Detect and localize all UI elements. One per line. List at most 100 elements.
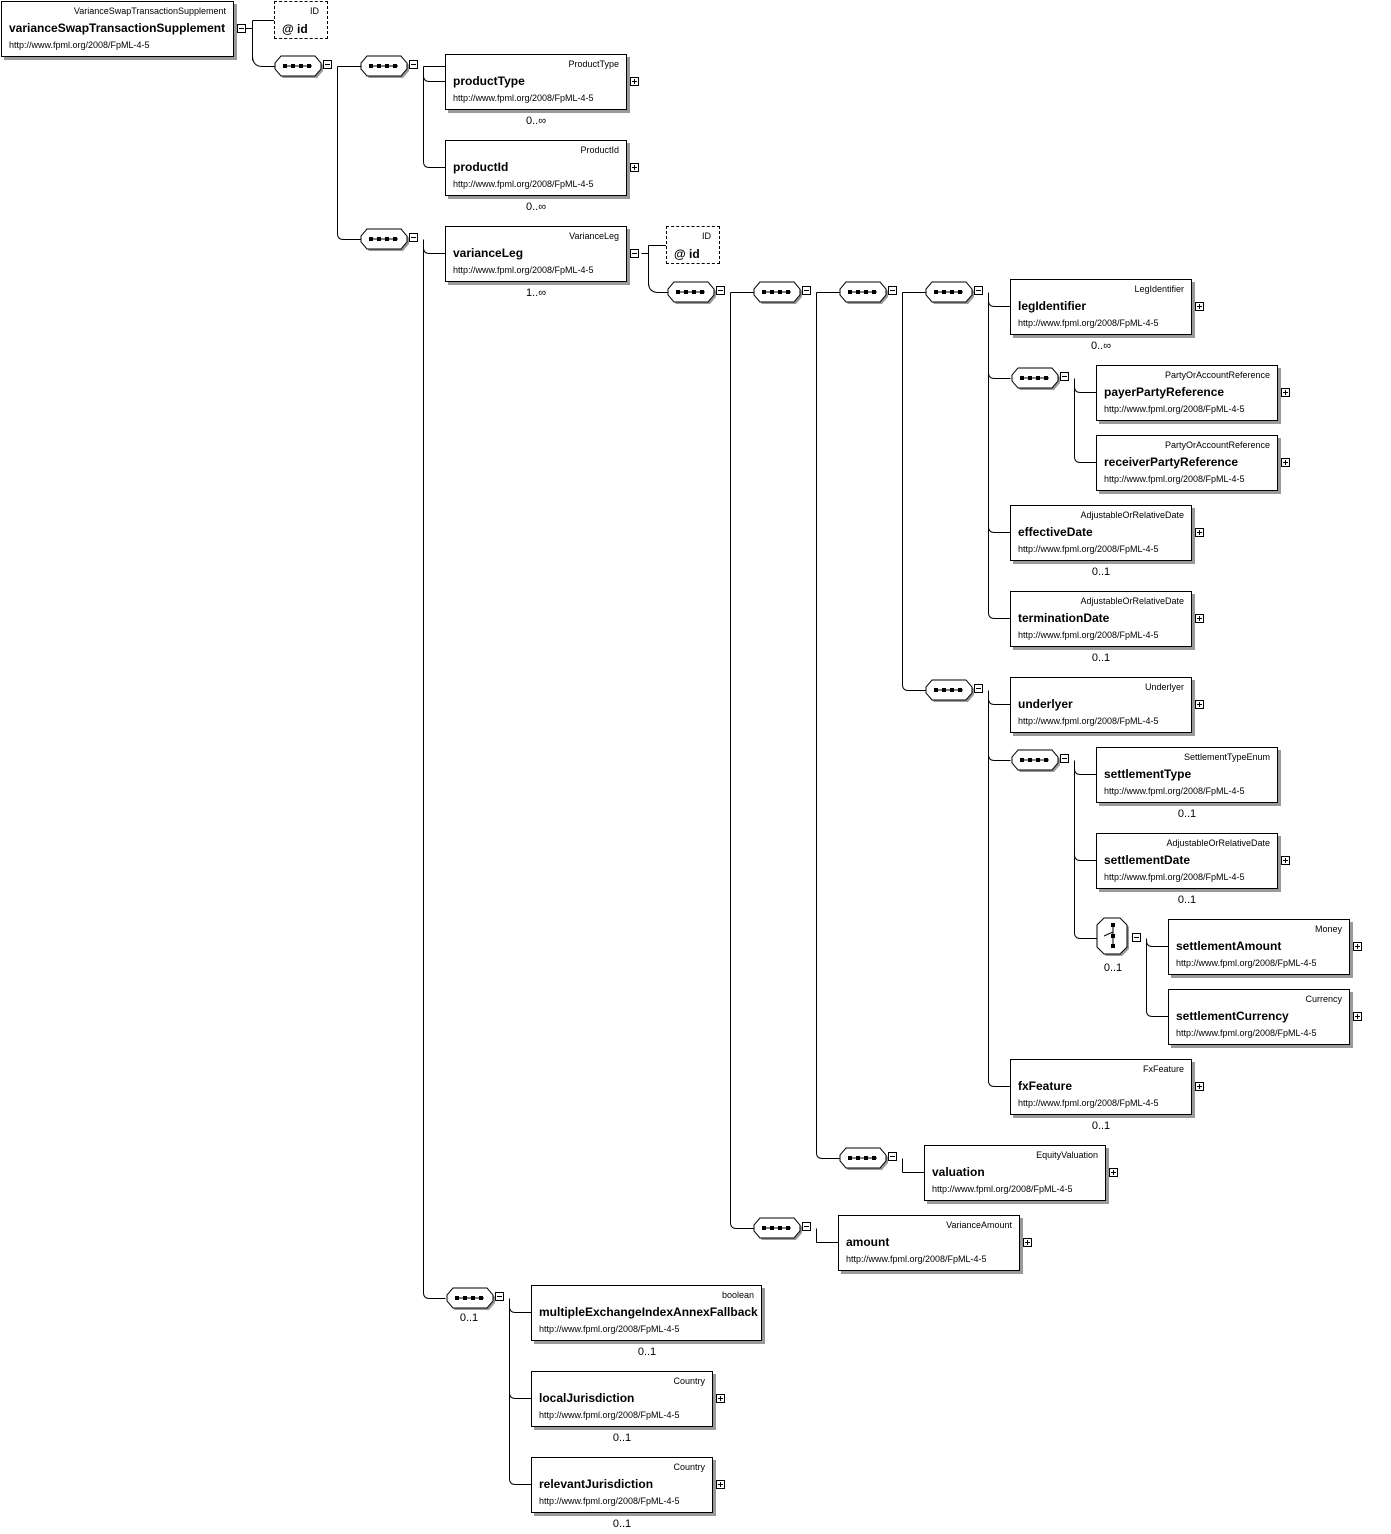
attribute-root-id[interactable]: ID @ id — [274, 1, 328, 39]
expand-icon[interactable] — [1353, 942, 1362, 951]
sequence-compositor-icon[interactable] — [274, 54, 324, 80]
element-settlement-date[interactable]: AdjustableOrRelativeDate settlementDate … — [1096, 833, 1278, 889]
collapse-icon[interactable] — [716, 286, 725, 295]
sequence-compositor-icon[interactable] — [360, 227, 410, 253]
element-namespace: http://www.fpml.org/2008/FpML-4-5 — [539, 1496, 680, 1506]
expand-icon[interactable] — [1195, 528, 1204, 537]
element-valuation[interactable]: EquityValuation valuation http://www.fpm… — [924, 1145, 1106, 1201]
connector-line — [337, 233, 361, 240]
element-namespace: http://www.fpml.org/2008/FpML-4-5 — [846, 1254, 987, 1264]
expand-icon[interactable] — [1281, 458, 1290, 467]
collapse-icon[interactable] — [974, 286, 983, 295]
connector-line — [509, 1478, 532, 1485]
element-payer-party-reference[interactable]: PartyOrAccountReference payerPartyRefere… — [1096, 365, 1278, 421]
sequence-compositor-icon[interactable] — [446, 1286, 496, 1312]
element-name: valuation — [932, 1165, 985, 1179]
sequence-compositor-icon[interactable] — [1011, 748, 1061, 774]
sequence-compositor-icon[interactable] — [839, 1146, 889, 1172]
sequence-compositor-icon[interactable] — [839, 280, 889, 306]
element-namespace: http://www.fpml.org/2008/FpML-4-5 — [1104, 872, 1245, 882]
element-namespace: http://www.fpml.org/2008/FpML-4-5 — [1176, 1028, 1317, 1038]
collapse-icon[interactable] — [323, 60, 332, 69]
collapse-icon[interactable] — [802, 286, 811, 295]
element-product-id[interactable]: ProductId productId http://www.fpml.org/… — [445, 140, 627, 196]
collapse-icon[interactable] — [888, 1152, 897, 1161]
element-type: ProductType — [568, 59, 619, 69]
collapse-icon[interactable] — [1060, 372, 1069, 381]
element-root[interactable]: VarianceSwapTransactionSupplement varian… — [1, 1, 234, 57]
sequence-compositor-icon[interactable] — [1011, 366, 1061, 392]
expand-icon[interactable] — [630, 77, 639, 86]
element-settlement-currency[interactable]: Currency settlementCurrency http://www.f… — [1168, 989, 1350, 1045]
element-name: fxFeature — [1018, 1079, 1073, 1093]
element-name: varianceSwapTransactionSupplement — [9, 21, 226, 35]
element-amount[interactable]: VarianceAmount amount http://www.fpml.or… — [838, 1215, 1020, 1271]
sequence-compositor-icon[interactable] — [360, 54, 410, 80]
cardinality-variance-leg: 1..∞ — [525, 287, 547, 299]
collapse-icon[interactable] — [630, 249, 639, 258]
collapse-icon[interactable] — [409, 233, 418, 242]
sequence-compositor-icon[interactable] — [667, 280, 717, 306]
element-name: productId — [453, 160, 509, 174]
collapse-icon[interactable] — [888, 286, 897, 295]
element-multiple-exchange-index-annex-fallback[interactable]: boolean multipleExchangeIndexAnnexFallba… — [531, 1285, 762, 1341]
choice-compositor-icon[interactable] — [1096, 917, 1132, 959]
collapse-icon[interactable] — [1132, 933, 1141, 942]
sequence-compositor-icon[interactable] — [925, 678, 975, 704]
element-product-type[interactable]: ProductType productType http://www.fpml.… — [445, 54, 627, 110]
element-name: payerPartyReference — [1104, 385, 1225, 399]
expand-icon[interactable] — [1195, 302, 1204, 311]
collapse-icon[interactable] — [802, 1222, 811, 1231]
element-name: amount — [846, 1235, 890, 1249]
cardinality-settlement-date: 0..1 — [1177, 894, 1197, 906]
collapse-icon[interactable] — [409, 60, 418, 69]
expand-icon[interactable] — [1195, 700, 1204, 709]
connector-line — [423, 161, 446, 168]
element-type: LegIdentifier — [1134, 284, 1184, 294]
element-name: effectiveDate — [1018, 525, 1093, 539]
expand-icon[interactable] — [1353, 1012, 1362, 1021]
expand-icon[interactable] — [1109, 1168, 1118, 1177]
connector-line — [988, 1080, 1011, 1087]
expand-icon[interactable] — [1281, 388, 1290, 397]
element-type: AdjustableOrRelativeDate — [1080, 596, 1184, 606]
element-name: varianceLeg — [453, 246, 524, 260]
collapse-icon[interactable] — [1060, 754, 1069, 763]
element-fx-feature[interactable]: FxFeature fxFeature http://www.fpml.org/… — [1010, 1059, 1192, 1115]
element-termination-date[interactable]: AdjustableOrRelativeDate terminationDate… — [1010, 591, 1192, 647]
element-effective-date[interactable]: AdjustableOrRelativeDate effectiveDate h… — [1010, 505, 1192, 561]
sequence-compositor-icon[interactable] — [925, 280, 975, 306]
sequence-compositor-icon[interactable] — [753, 280, 803, 306]
attribute-leg-id[interactable]: ID @ id — [666, 226, 720, 264]
expand-icon[interactable] — [1023, 1238, 1032, 1247]
connector-line — [509, 1306, 532, 1313]
expand-icon[interactable] — [716, 1480, 725, 1489]
expand-icon[interactable] — [1195, 614, 1204, 623]
element-settlement-type[interactable]: SettlementTypeEnum settlementType http:/… — [1096, 747, 1278, 803]
element-type: Currency — [1305, 994, 1342, 1004]
element-relevant-jurisdiction[interactable]: Country relevantJurisdiction http://www.… — [531, 1457, 713, 1513]
element-name: receiverPartyReference — [1104, 455, 1239, 469]
element-receiver-party-reference[interactable]: PartyOrAccountReference receiverPartyRef… — [1096, 435, 1278, 491]
element-variance-leg[interactable]: VarianceLeg varianceLeg http://www.fpml.… — [445, 226, 627, 282]
element-local-jurisdiction[interactable]: Country localJurisdiction http://www.fpm… — [531, 1371, 713, 1427]
collapse-icon[interactable] — [974, 684, 983, 693]
expand-icon[interactable] — [716, 1394, 725, 1403]
expand-icon[interactable] — [630, 163, 639, 172]
connector-line — [1146, 1010, 1169, 1017]
collapse-icon[interactable] — [237, 24, 246, 33]
element-namespace: http://www.fpml.org/2008/FpML-4-5 — [1018, 318, 1159, 328]
cardinality-settlement-type: 0..1 — [1177, 808, 1197, 820]
sequence-compositor-icon[interactable] — [753, 1216, 803, 1242]
collapse-icon[interactable] — [495, 1292, 504, 1301]
element-namespace: http://www.fpml.org/2008/FpML-4-5 — [1104, 786, 1245, 796]
cardinality-fx-feature: 0..1 — [1091, 1120, 1111, 1132]
connector-line — [423, 247, 446, 254]
expand-icon[interactable] — [1195, 1082, 1204, 1091]
element-underlyer[interactable]: Underlyer underlyer http://www.fpml.org/… — [1010, 677, 1192, 733]
element-leg-identifier[interactable]: LegIdentifier legIdentifier http://www.f… — [1010, 279, 1192, 335]
element-name: localJurisdiction — [539, 1391, 635, 1405]
element-type: FxFeature — [1142, 1064, 1184, 1074]
element-settlement-amount[interactable]: Money settlementAmount http://www.fpml.o… — [1168, 919, 1350, 975]
expand-icon[interactable] — [1281, 856, 1290, 865]
